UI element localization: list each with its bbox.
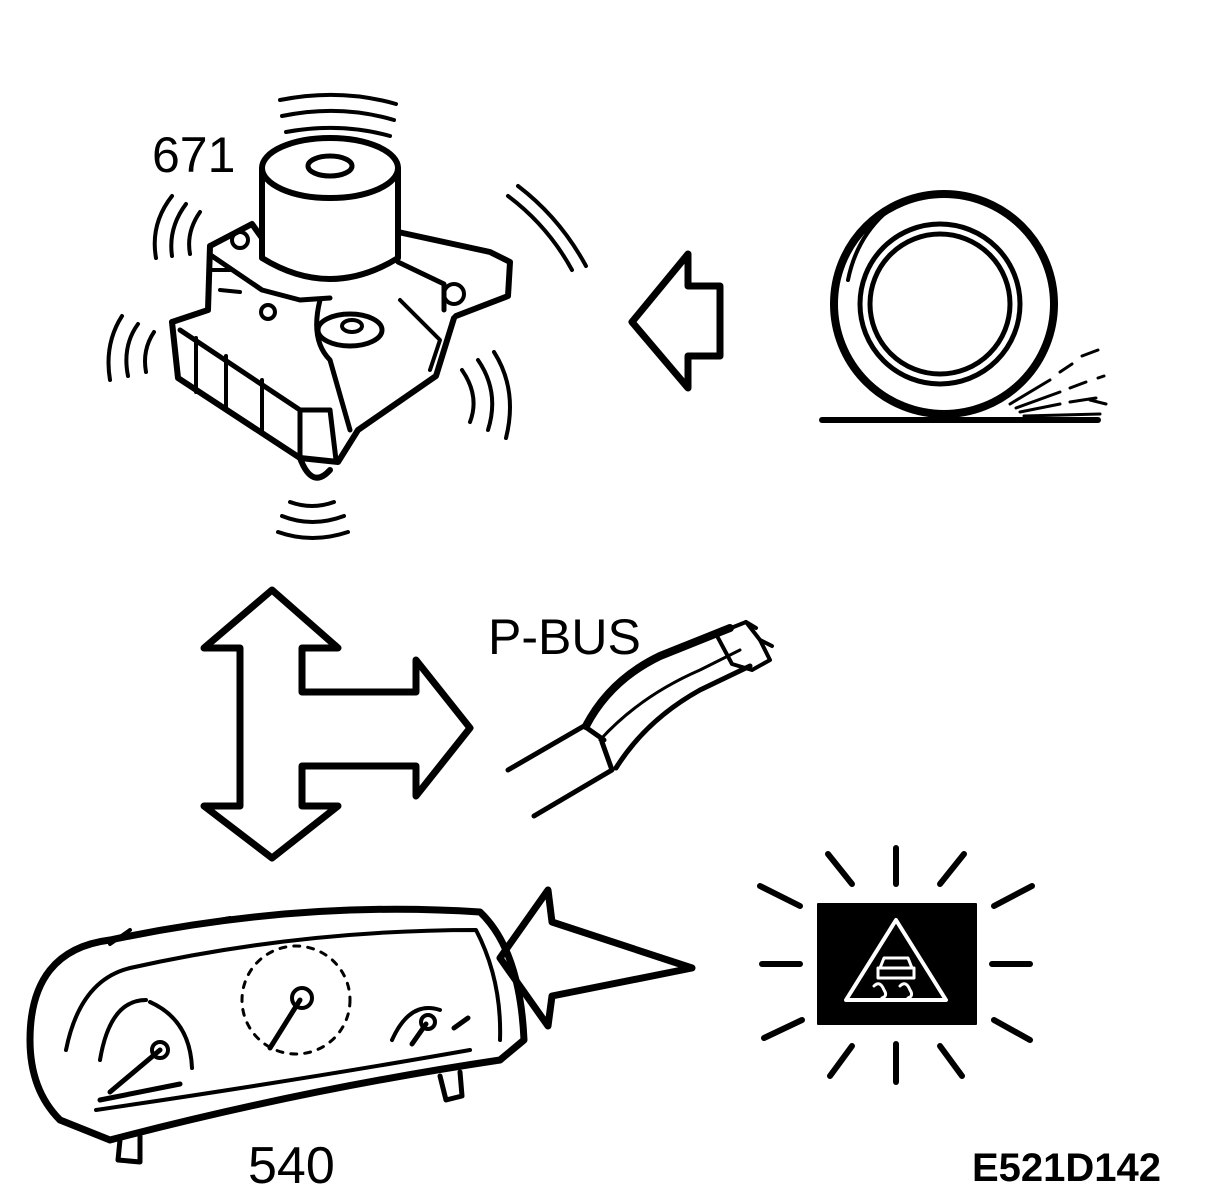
traction-control-warning-lamp-icon xyxy=(757,845,1035,1085)
bus-cable-icon xyxy=(505,620,774,819)
vibration-lines xyxy=(106,92,588,540)
skidding-wheel-icon xyxy=(819,190,1108,423)
abs-unit-label: 671 xyxy=(152,127,236,183)
spray-lines xyxy=(1008,348,1108,418)
pointer-arrow-icon xyxy=(496,886,696,1030)
bidirectional-tee-arrow-icon xyxy=(200,586,474,862)
instrument-cluster-icon xyxy=(26,905,528,1165)
figure-code: E521D142 xyxy=(972,1146,1162,1190)
bus-label: P-BUS xyxy=(488,609,641,665)
abs-hydraulic-unit-icon xyxy=(106,92,588,540)
light-rays xyxy=(757,845,1035,1085)
instrument-cluster-label: 540 xyxy=(248,1137,335,1195)
left-arrow-icon xyxy=(628,250,724,392)
